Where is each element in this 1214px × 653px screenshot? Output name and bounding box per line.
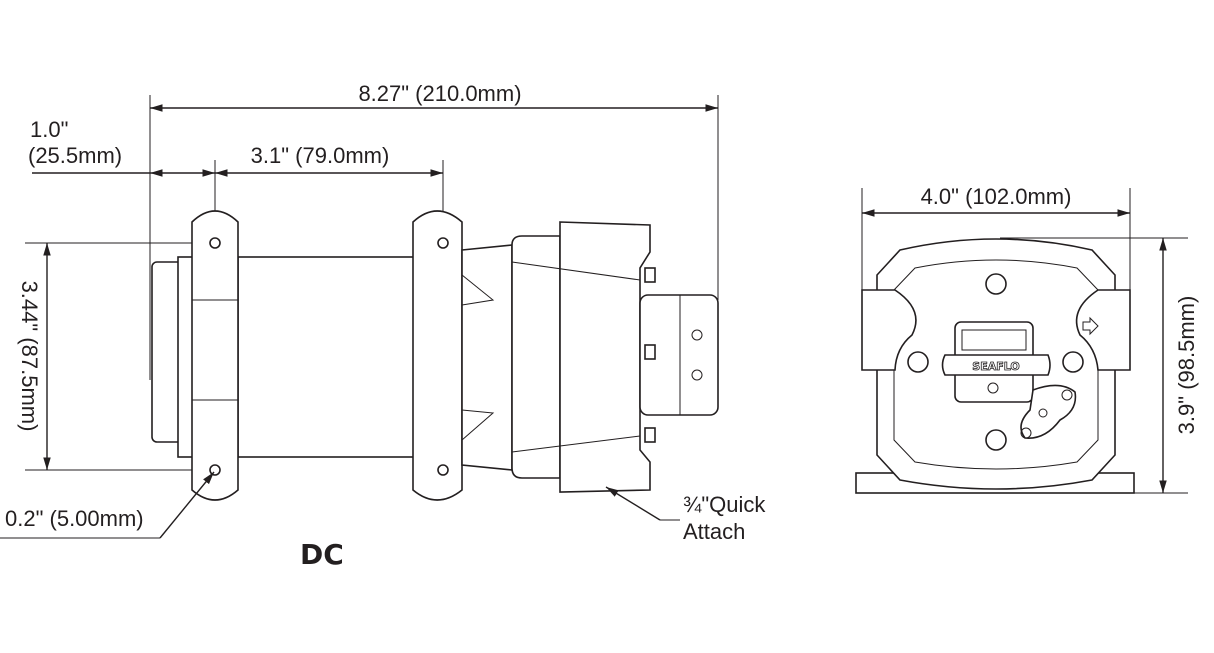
pump-head-cover (511, 235, 561, 479)
outlet-port (1075, 289, 1131, 371)
screw-icon (1020, 427, 1032, 439)
mount-height-label: 3.44" (87.5mm) (17, 281, 42, 432)
port-leader (605, 486, 661, 521)
height-label: 3.9" (98.5mm) (1174, 296, 1199, 435)
mount-ear-front (191, 210, 239, 501)
port-label-line1: ¾"Quick (683, 492, 766, 517)
brand-logo: SEAFLO (972, 360, 1019, 373)
overall-length-label: 8.27" (210.0mm) (358, 81, 521, 106)
mount-hole (437, 464, 449, 476)
bolt-icon (644, 344, 656, 360)
pump-neck (461, 244, 513, 471)
screw-icon (1061, 389, 1073, 401)
model-label: DC (300, 538, 344, 571)
side-view: 8.27" (210.0mm) 1.0" (25.5mm) 3.1" (79.0… (0, 81, 766, 571)
pressure-switch-plate (1020, 384, 1077, 439)
hole-leader (159, 471, 215, 539)
bolt-icon (985, 273, 1007, 295)
endcap-offset-mm-label: (25.5mm) (28, 143, 122, 168)
hole-diameter-label: 0.2" (5.00mm) (5, 506, 144, 531)
endcap-offset-in-label: 1.0" (30, 117, 68, 142)
mount-spacing-label: 3.1" (79.0mm) (251, 143, 390, 168)
front-view: 4.0" (102.0mm) 3.9" (98.5mm) SEAFLO (855, 184, 1199, 494)
pump-head (559, 221, 651, 493)
width-label: 4.0" (102.0mm) (921, 184, 1072, 209)
mount-hole (437, 237, 449, 249)
mount-hole (209, 237, 221, 249)
bolt-icon (1062, 351, 1084, 373)
port-label-line2: Attach (683, 519, 745, 544)
mount-ear-rear (412, 210, 463, 501)
bolt-icon (644, 267, 656, 283)
bolt-icon (907, 351, 929, 373)
mount-hole (209, 464, 221, 476)
logo-plate (941, 354, 1051, 376)
bolt-icon (985, 429, 1007, 451)
bolt-icon (644, 427, 656, 443)
motor-body (237, 256, 417, 458)
inlet-port (861, 289, 917, 371)
quick-attach-port (639, 294, 719, 416)
flow-arrow-icon (1082, 316, 1099, 336)
